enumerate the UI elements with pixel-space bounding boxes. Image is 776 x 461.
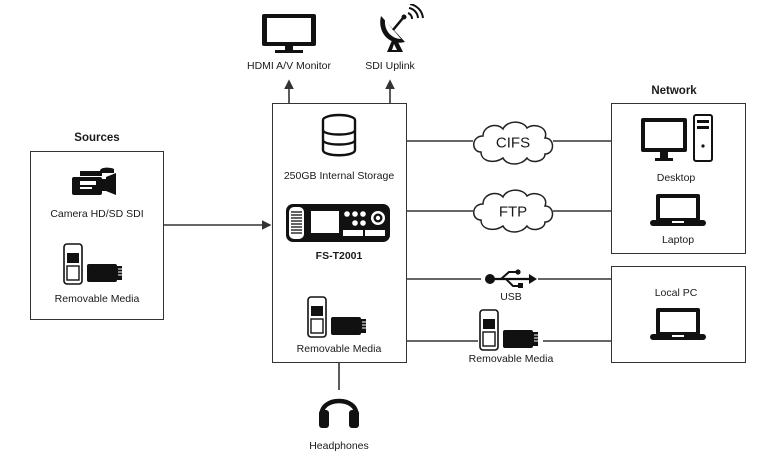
storage-label: 250GB Internal Storage bbox=[283, 170, 395, 182]
model-label: FS-T2001 bbox=[315, 250, 363, 262]
ftp-label: FTP bbox=[498, 203, 528, 221]
satellite-dish-icon bbox=[380, 4, 424, 52]
cifs-label: CIFS bbox=[495, 134, 531, 152]
recorder-device-icon bbox=[286, 204, 390, 242]
ftp-cloud-icon bbox=[473, 189, 554, 233]
headphones-label: Headphones bbox=[309, 440, 369, 452]
removable-media-icon bbox=[479, 309, 538, 351]
headphones-icon bbox=[319, 398, 359, 428]
connection-media-label: Removable Media bbox=[468, 353, 554, 365]
cifs-cloud-icon bbox=[473, 121, 554, 165]
usb-icon bbox=[485, 269, 537, 288]
usb-label: USB bbox=[500, 291, 522, 303]
camera-label: Camera HD/SD SDI bbox=[50, 208, 144, 220]
database-icon bbox=[321, 113, 357, 157]
local-pc-label: Local PC bbox=[654, 287, 698, 299]
uplink-label: SDI Uplink bbox=[365, 60, 415, 72]
sources-media-label: Removable Media bbox=[54, 293, 140, 305]
laptop-icon bbox=[650, 194, 706, 226]
device-media-label: Removable Media bbox=[296, 343, 382, 355]
removable-media-icon bbox=[63, 243, 122, 285]
monitor-label: HDMI A/V Monitor bbox=[246, 60, 332, 72]
video-camera-icon bbox=[72, 167, 116, 195]
monitor-icon bbox=[262, 14, 316, 53]
network-title: Network bbox=[651, 85, 697, 97]
laptop-icon bbox=[650, 308, 706, 340]
sources-title: Sources bbox=[74, 132, 120, 144]
laptop-label: Laptop bbox=[661, 234, 695, 246]
removable-media-icon bbox=[307, 296, 366, 338]
desktop-label: Desktop bbox=[656, 172, 696, 184]
desktop-computer-icon bbox=[641, 114, 713, 162]
